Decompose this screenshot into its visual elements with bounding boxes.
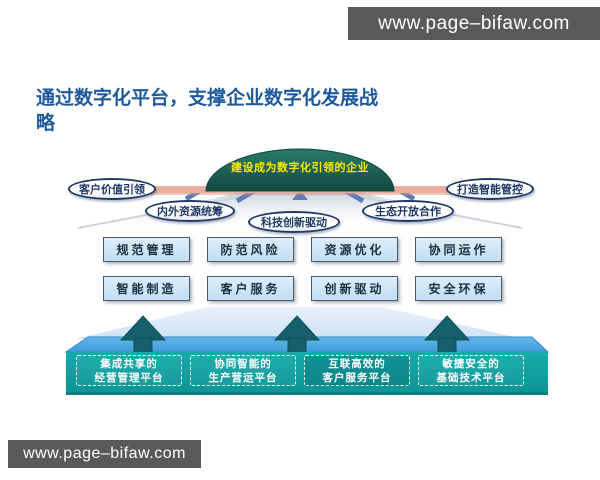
capability-box: 智能制造 (103, 276, 190, 301)
platform-box-line1: 集成共享的 (100, 357, 158, 370)
platform-box-line1: 协同智能的 (214, 357, 272, 370)
platform-box-customer: 互联高效的 客户服务平台 (304, 355, 410, 386)
watermark-bottom: www.page–bifaw.com (8, 440, 201, 468)
driver-customer-value: 客户价值引领 (68, 178, 156, 200)
watermark-top: www.page–bifaw.com (348, 7, 600, 40)
driver-tech-innovation: 科技创新驱动 (248, 211, 340, 233)
up-arrow (423, 315, 471, 355)
platform-front-face (66, 352, 548, 394)
capability-box: 资源优化 (311, 237, 398, 262)
page-title: 通过数字化平台，支撑企业数字化发展战略 (36, 88, 379, 135)
up-arrow (119, 315, 167, 355)
platform-box-production: 协同智能的 生产营运平台 (190, 355, 296, 386)
platform-box-management: 集成共享的 经营管理平台 (76, 355, 182, 386)
capability-box: 规范管理 (103, 237, 190, 262)
driver-open-ecosystem: 生态开放合作 (362, 200, 454, 222)
capability-box: 安全环保 (415, 276, 502, 301)
platform-box-technology: 敏捷安全的 基础技术平台 (418, 355, 524, 386)
platform-box-line2: 生产营运平台 (208, 371, 278, 384)
vision-label: 建设成为数字化引领的企业 (231, 162, 369, 174)
driver-smart-control: 打造智能管控 (446, 178, 534, 200)
capability-box: 客户服务 (207, 276, 294, 301)
driver-resource-pooling: 内外资源统筹 (145, 200, 235, 222)
platform-box-line2: 客户服务平台 (322, 371, 392, 384)
vision-dome-shape (205, 148, 395, 192)
capability-box: 防范风险 (207, 237, 294, 262)
platform-box-line1: 互联高效的 (328, 357, 386, 370)
up-arrows (119, 315, 471, 355)
platform-box-line2: 经营管理平台 (94, 371, 164, 384)
platform-box-line1: 敏捷安全的 (442, 357, 500, 370)
up-arrow (273, 315, 321, 355)
capability-box: 协同运作 (415, 237, 502, 262)
platform-box-line2: 基础技术平台 (436, 371, 506, 384)
capability-box: 创新驱动 (311, 276, 398, 301)
